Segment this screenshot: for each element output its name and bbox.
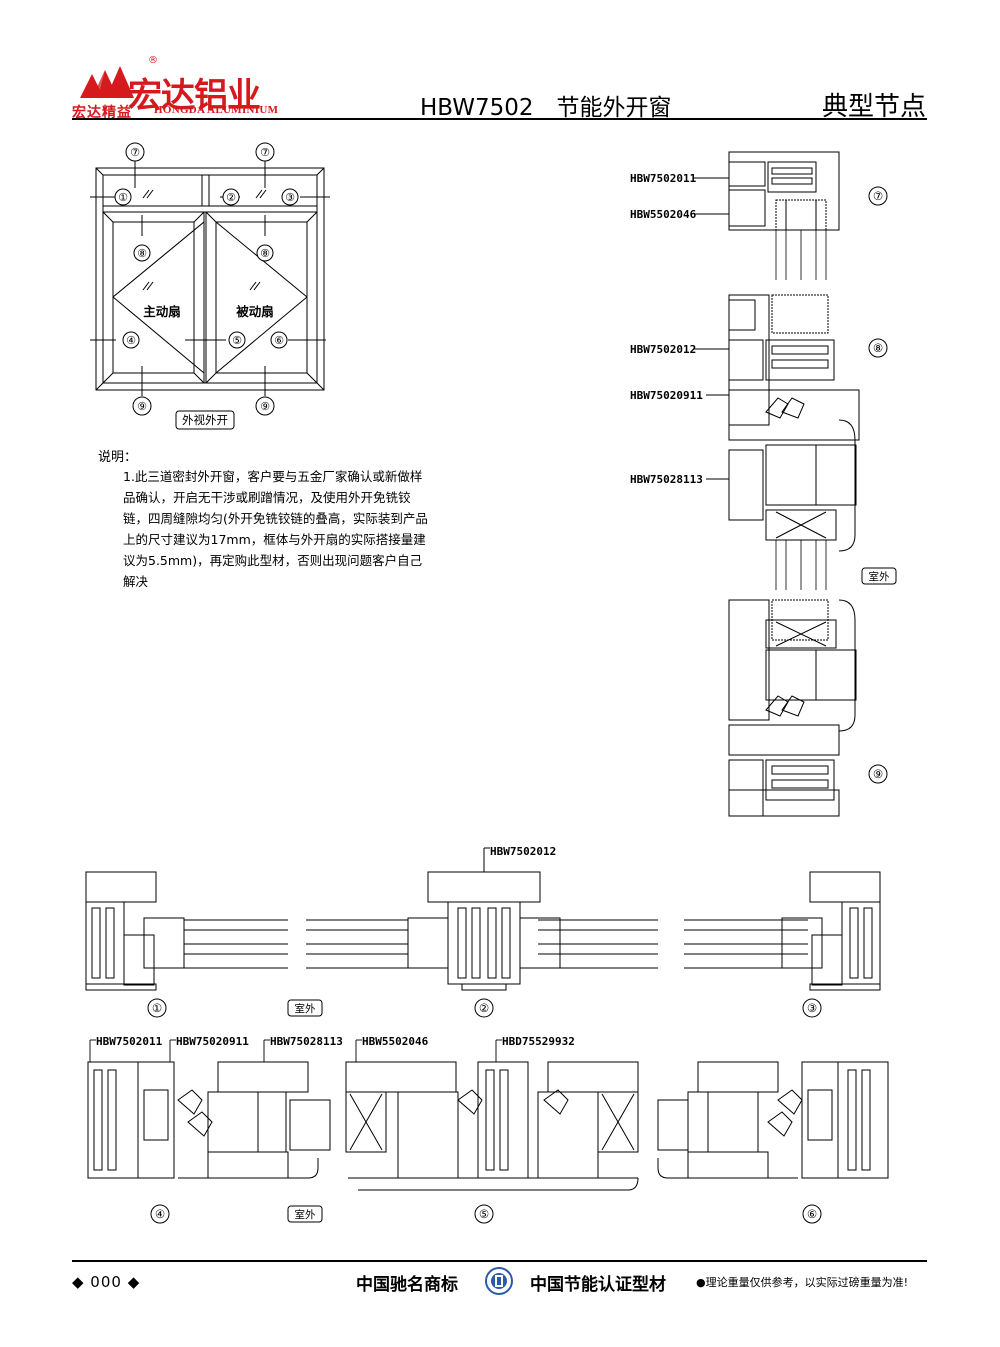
certification-emblem-icon <box>485 1267 513 1295</box>
marker-6: ⑥ <box>274 334 284 347</box>
horizontal-section-top-diagram: HBW7502012 ① ② ③ 室外 <box>85 845 881 1018</box>
marker-8b: ⑧ <box>260 247 270 260</box>
marker-5: ⑤ <box>232 334 242 347</box>
b-part-label-75028113: HBW75028113 <box>270 1035 343 1048</box>
b-marker-6: ⑥ <box>807 1207 817 1221</box>
h-marker-3: ③ <box>807 1001 817 1015</box>
trademark-text: 中国驰名商标 <box>356 1275 458 1295</box>
marker-9b: ⑨ <box>260 400 270 413</box>
part-label-75028113: HBW75028113 <box>630 473 703 486</box>
b-part-label-75529932: HBD75529932 <box>502 1035 575 1048</box>
section-marker-9: ⑨ <box>873 767 883 781</box>
horizontal-section-bottom-diagram: HBW7502011 HBW75020911 HBW75028113 HBW55… <box>87 1035 889 1224</box>
vertical-section-diagram: HBW7502011 HBW5502046 HBW7502012 HBW7502… <box>630 151 897 817</box>
part-label-5502046: HBW5502046 <box>630 208 697 221</box>
section-4 <box>87 1061 331 1179</box>
brand-en-name: HONGDA ALUMINIUM <box>154 104 279 116</box>
notes-title: 说明： <box>98 450 138 465</box>
footer-rule <box>72 1260 927 1262</box>
marker-8a: ⑧ <box>137 247 147 260</box>
brand-logo-icon <box>80 66 134 98</box>
section-1 <box>85 871 185 991</box>
section-title: 典型节点 <box>822 92 927 122</box>
header-rule <box>72 118 927 120</box>
marker-2: ② <box>226 191 236 204</box>
part-label-top: HBW7502012 <box>490 845 556 858</box>
outdoor-label-top: 室外 <box>295 1002 316 1015</box>
section-marker-7: ⑦ <box>873 189 883 203</box>
part-label-7502011: HBW7502011 <box>630 172 697 185</box>
part-label-7502012: HBW7502012 <box>630 343 696 356</box>
section-8 <box>728 294 860 552</box>
outdoor-label-vertical: 室外 <box>869 570 890 583</box>
b-part-label-5502046: HBW5502046 <box>362 1035 429 1048</box>
section-2 <box>407 871 561 991</box>
certification-text: 中国节能认证型材 <box>530 1275 666 1295</box>
section-9 <box>728 599 857 817</box>
marker-1: ① <box>118 191 128 204</box>
window-elevation-diagram: ⑦ ⑦ ① ② ③ ⑧ ⑧ ④ ⑤ ⑥ ⑨ ⑨ 主动扇 被动扇 外视外开 <box>90 142 330 430</box>
h-marker-1: ① <box>152 1001 162 1015</box>
b-marker-5: ⑤ <box>479 1207 489 1221</box>
section-3 <box>781 871 881 991</box>
marker-7a: ⑦ <box>130 146 140 159</box>
section-7 <box>728 151 840 231</box>
section-5 <box>345 1061 639 1191</box>
section-marker-8: ⑧ <box>873 341 883 355</box>
page-title: HBW7502 节能外开窗 <box>420 95 672 121</box>
brand-name: 宏达铝业 <box>128 76 261 116</box>
marker-9a: ⑨ <box>137 400 147 413</box>
weight-disclaimer: ●理论重量仅供参考，以实际过磅重量为准! <box>696 1276 909 1289</box>
marker-7b: ⑦ <box>260 146 270 159</box>
passive-sash-label: 被动扇 <box>236 304 274 319</box>
b-part-label-7502011: HBW7502011 <box>96 1035 163 1048</box>
marker-3: ③ <box>285 191 295 204</box>
brand-cn-tag: 宏达精益 <box>72 105 132 121</box>
part-label-75020911: HBW75020911 <box>630 389 703 402</box>
b-part-label-75020911: HBW75020911 <box>176 1035 249 1048</box>
notes-body: 1.此三道密封外开窗，客户要与五金厂家确认或新做样品确认，开启无干涉或刷蹭情况，… <box>123 469 428 589</box>
section-6 <box>657 1061 889 1179</box>
outside-view-label: 外视外开 <box>182 413 228 427</box>
b-marker-4: ④ <box>155 1207 165 1221</box>
marker-4: ④ <box>126 334 136 347</box>
registered-mark: ® <box>148 55 158 66</box>
active-sash-label: 主动扇 <box>143 304 181 319</box>
h-marker-2: ② <box>479 1001 489 1015</box>
page-number: ◆ 000 ◆ <box>72 1273 141 1291</box>
outdoor-label-bottom: 室外 <box>295 1208 316 1221</box>
